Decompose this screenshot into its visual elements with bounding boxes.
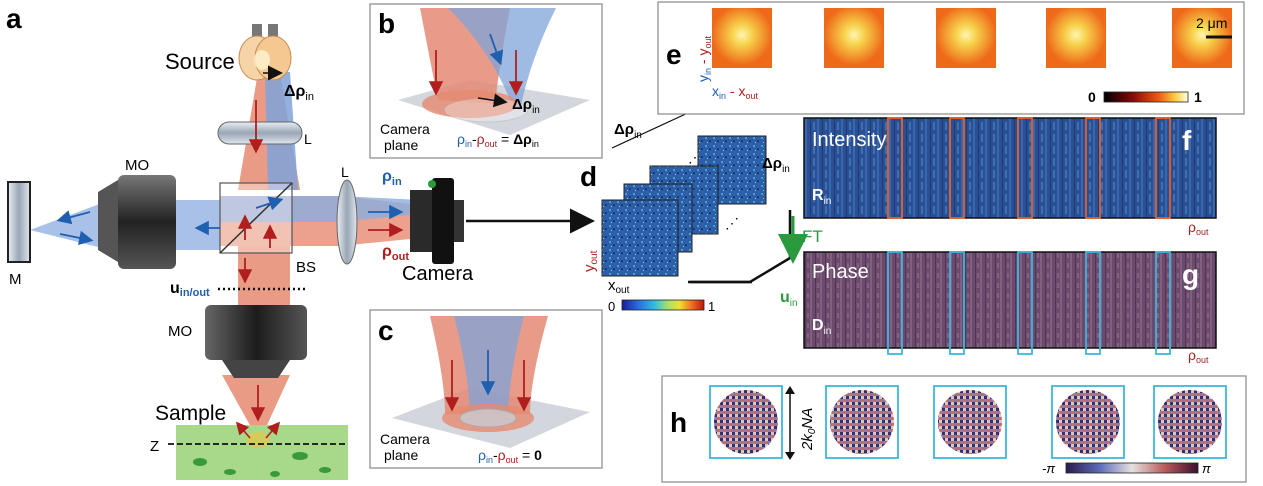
panel-e-x-axis: xin - xout: [712, 83, 758, 101]
mirror-label: M: [9, 271, 22, 288]
h-pupil-1: [714, 390, 778, 454]
panel-h-cbar-min: -π: [1042, 461, 1055, 476]
red-beam-to-sample: [222, 375, 290, 436]
f-box-4: [1085, 117, 1101, 219]
lens-right-label: L: [341, 164, 349, 180]
panel-f-title: Intensity: [812, 129, 886, 151]
f-box-2: [949, 117, 965, 219]
panel-a-setup: Source Δρin L BS MO M L Camera ρin ρout: [7, 24, 595, 480]
panel-e-scalebar-label: 2 μm: [1196, 15, 1227, 31]
e-image-1: [712, 8, 772, 68]
panel-h-letter: h: [670, 407, 687, 438]
panel-g-x-axis: ρout: [1188, 347, 1209, 365]
panel-b-diagram: [398, 8, 590, 135]
f-box-5: [1155, 117, 1171, 219]
panel-d-x-out: xout: [608, 277, 630, 296]
u-plane-label: uin/out: [170, 280, 210, 299]
sample-label: Sample: [155, 402, 226, 425]
e-colorbar: [1103, 91, 1189, 103]
panel-e-speckle-images: [712, 8, 1232, 103]
panel-c-letter: c: [378, 315, 394, 346]
panel-h-cbar-max: π: [1202, 461, 1211, 476]
panel-a-letter: a: [6, 3, 22, 34]
panel-g-y-axis: uin: [780, 289, 798, 309]
panel-b-letter: b: [378, 8, 395, 39]
objective-left: [98, 175, 176, 269]
panel-h-phase-pupils: [709, 385, 1227, 474]
z-label: Z: [150, 438, 159, 455]
h-pupil-3: [938, 390, 1002, 454]
panel-d-delta: Δρin: [614, 121, 642, 141]
panel-g-title: Phase: [812, 261, 869, 283]
g-box-2: [949, 251, 965, 355]
mirror: [7, 181, 31, 263]
source-bulbs: [238, 24, 292, 81]
panel-d-cbar-min: 0: [608, 299, 615, 314]
bs-label: BS: [296, 259, 316, 276]
f-box-3: [1017, 117, 1033, 219]
g-box-5: [1155, 251, 1171, 355]
h-pupil-4: [1056, 390, 1120, 454]
g-box-4: [1085, 251, 1101, 355]
delta-rho-in-label: Δρin: [284, 83, 314, 103]
ft-label: FT: [802, 227, 823, 246]
e-image-2: [824, 8, 884, 68]
h-pupil-2: [830, 390, 894, 454]
lens-top-label: L: [304, 131, 312, 147]
panel-f-letter: f: [1182, 125, 1192, 156]
panel-e-y-axis: yin - yout: [695, 36, 713, 82]
panel-b-camera-plane-2: plane: [384, 137, 418, 153]
source-label: Source: [165, 49, 235, 74]
panel-b-delta: Δρin: [512, 96, 540, 116]
panel-b-camera-plane-1: Camera: [380, 121, 430, 137]
panel-d-letter: d: [580, 161, 597, 192]
e-image-3: [936, 8, 996, 68]
panel-c-camera-plane-1: Camera: [380, 431, 430, 447]
panel-f-x-axis: ρout: [1188, 219, 1209, 237]
panel-e-letter: e: [666, 39, 682, 70]
panel-c-equation: ρin-ρout = 0: [478, 447, 542, 465]
panel-h-na-label: 2k0NA: [799, 408, 818, 451]
panel-d-cbar-max: 1: [708, 299, 715, 314]
panel-g-matrix-label: Din: [812, 317, 831, 337]
panel-g-letter: g: [1182, 259, 1199, 290]
h-colorbar: [1065, 462, 1199, 474]
panel-b-equation: ρin-ρout = Δρin: [457, 131, 539, 149]
panel-g-highlight-boxes: [887, 251, 1171, 355]
panel-d-y-out: yout: [581, 250, 600, 272]
panel-f-matrix-label: Rin: [812, 187, 831, 207]
panel-d-colorbar: [621, 299, 705, 311]
panel-e-cbar-max: 1: [1194, 89, 1202, 105]
panel-g-matrix: [803, 251, 1217, 349]
speckle-frame-front: [601, 199, 679, 277]
panel-f-matrix: [803, 117, 1217, 219]
panel-e-cbar-min: 0: [1088, 89, 1096, 105]
panel-d-delta-right: Δρin: [762, 155, 790, 175]
h-pupil-5: [1158, 390, 1222, 454]
camera-label: Camera: [402, 263, 474, 285]
lens-top: [217, 121, 303, 145]
panel-f-highlight-boxes: [887, 117, 1171, 219]
panel-d-stack: ⋰ ⋰: [601, 111, 792, 311]
red-beam-vertical-bottom: [238, 246, 290, 305]
e-image-4: [1046, 8, 1106, 68]
g-box-1: [887, 251, 903, 355]
camera: [410, 178, 464, 264]
lens-right: [336, 179, 358, 265]
rho-out-label: ρout: [382, 243, 409, 263]
panel-c-diagram: [392, 316, 590, 448]
f-box-1: [887, 117, 903, 219]
rho-in-label: ρin: [382, 168, 402, 188]
stack-dots-bottom: ⋰: [725, 215, 739, 231]
mo-bottom-label: MO: [168, 323, 192, 340]
panel-c-camera-plane-2: plane: [384, 447, 418, 463]
g-box-3: [1017, 251, 1033, 355]
mo-left-label: MO: [125, 157, 149, 174]
objective-bottom: [205, 305, 307, 378]
